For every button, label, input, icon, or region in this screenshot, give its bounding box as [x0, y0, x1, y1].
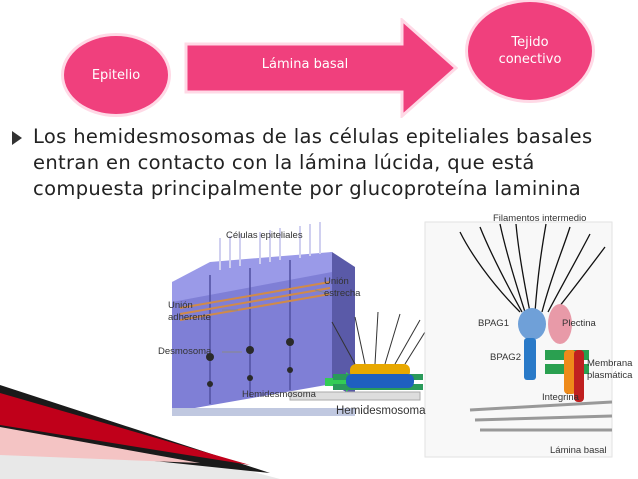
molecular-detail-illustration	[424, 221, 613, 458]
flow-arrow	[184, 18, 458, 118]
label-hemidesmosoma-small: Hemidesmosoma	[242, 389, 316, 400]
label-celulas-epiteliales: Células epiteliales	[226, 230, 303, 241]
node-epitelio-label: Epitelio	[91, 67, 141, 83]
bullet-text: Los hemidesmosomas de las células epitel…	[33, 125, 593, 200]
label-lamina-basal: Lámina basal	[550, 445, 607, 456]
hemidesmosome-illustration	[289, 311, 426, 401]
label-plectina: Plectina	[562, 318, 596, 329]
hemidesmosome-figure: Células epiteliales Unión estrecha Unión…	[158, 213, 633, 458]
label-bpag1: BPAG1	[478, 318, 509, 329]
label-membrana-1: Membrana	[587, 358, 633, 369]
label-desmosoma: Desmosoma	[158, 346, 212, 357]
label-filamentos: Filamentos intermedio	[493, 213, 587, 224]
bullet-arrow-icon	[12, 131, 22, 145]
label-integrina: Integrina	[542, 392, 579, 403]
arrow-label: Lámina basal	[261, 57, 349, 72]
node-tejido-line1: Tejido	[511, 35, 549, 50]
node-tejido-line2: conectivo	[498, 52, 562, 67]
label-estrecha: estrecha	[324, 288, 361, 299]
label-bpag2: BPAG2	[490, 352, 521, 363]
label-membrana-2: plasmática	[587, 370, 633, 381]
decorative-swoosh	[0, 385, 280, 479]
node-tejido-conectivo: Tejido conectivo	[468, 2, 592, 100]
label-union-adherente-1: Unión	[168, 300, 193, 311]
label-union-adherente-2: adherente	[168, 312, 211, 323]
label-hemidesmosoma-big: Hemidesmosoma	[336, 405, 426, 417]
label-union: Unión	[324, 276, 349, 287]
node-epitelio: Epitelio	[64, 36, 168, 114]
epithelial-cells-illustration	[172, 222, 355, 416]
